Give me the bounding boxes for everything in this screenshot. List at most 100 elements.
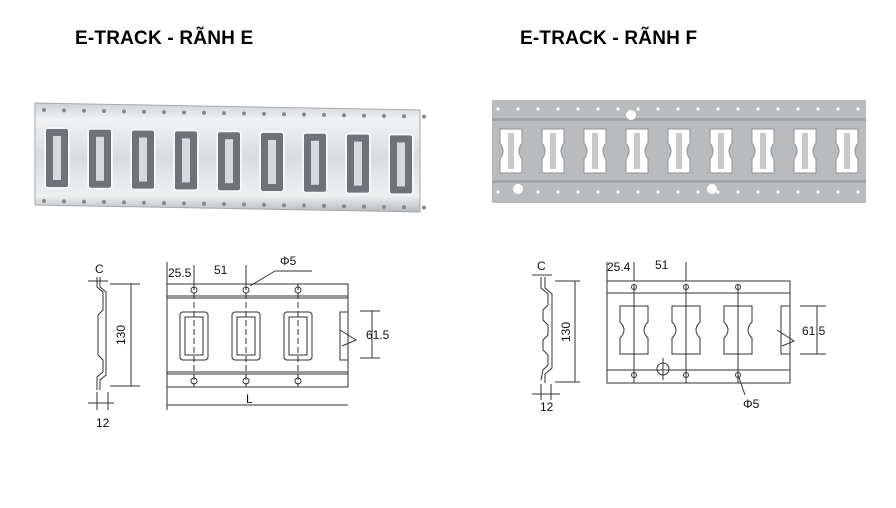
dim-offset-label: 25.5 — [168, 266, 192, 280]
hole — [676, 107, 680, 111]
hole — [122, 109, 126, 114]
slot-bar — [844, 133, 850, 169]
hole — [62, 108, 66, 113]
hole — [631, 372, 637, 378]
hole — [656, 107, 660, 111]
hole — [576, 107, 580, 111]
hole — [382, 113, 386, 118]
hole — [382, 204, 386, 209]
hole — [242, 377, 250, 385]
slot-bar — [802, 133, 808, 169]
hole — [576, 190, 580, 194]
slot-bar — [268, 140, 276, 184]
hole — [162, 110, 166, 115]
slot-bar — [311, 140, 319, 185]
hole — [342, 204, 346, 209]
hole — [122, 200, 126, 205]
hole — [756, 107, 760, 111]
hole — [856, 107, 860, 111]
hole — [242, 286, 250, 294]
hole — [707, 184, 717, 194]
dim-c-label: C — [537, 259, 546, 273]
hole — [816, 190, 820, 194]
hole — [631, 284, 637, 290]
slot-bar — [354, 141, 362, 186]
slot — [671, 305, 701, 355]
hole — [322, 112, 326, 117]
slot-bar — [139, 137, 147, 182]
slot — [619, 305, 649, 355]
hole — [736, 190, 740, 194]
hole — [182, 201, 186, 206]
hole — [636, 107, 640, 111]
hole — [102, 200, 106, 205]
hole — [242, 111, 246, 116]
slot-bar — [550, 133, 556, 169]
hole — [62, 199, 66, 204]
dim-pitch-label: 51 — [655, 258, 669, 272]
hole — [202, 110, 206, 115]
hole — [556, 190, 560, 194]
hole — [496, 107, 500, 111]
dim-width-side-label: 12 — [540, 400, 554, 414]
hole — [282, 112, 286, 117]
slot-bar — [182, 138, 190, 183]
hole — [294, 286, 302, 294]
hole — [302, 112, 306, 117]
slot-bar — [634, 133, 640, 169]
hole — [162, 201, 166, 206]
dim-hole-label: Φ5 — [280, 254, 297, 268]
hole — [82, 108, 86, 113]
hole — [676, 190, 680, 194]
hole — [696, 190, 700, 194]
hole — [513, 184, 523, 194]
hole — [836, 190, 840, 194]
hole — [362, 204, 366, 209]
slot-bar — [225, 139, 233, 184]
slot — [339, 311, 349, 361]
hole — [816, 107, 820, 111]
hole — [42, 199, 46, 203]
dim-length-label: L — [246, 392, 253, 406]
hole — [142, 200, 146, 205]
hole — [82, 199, 86, 204]
hole — [716, 190, 720, 194]
dim-height-label: 130 — [114, 325, 128, 345]
slot-bar — [397, 142, 405, 187]
hole — [856, 190, 860, 194]
slot-bar — [96, 136, 104, 181]
hole — [402, 114, 406, 119]
dim-height-label: 130 — [559, 322, 573, 342]
hole — [190, 286, 198, 294]
dim-slot-label: 61.5 — [802, 324, 826, 338]
slot-bar — [718, 133, 724, 169]
slot-bar — [508, 133, 514, 169]
e-track-type-e-photo — [34, 102, 426, 213]
hole — [556, 107, 560, 111]
hole — [616, 190, 620, 194]
slot-bar — [676, 133, 682, 169]
hole — [656, 190, 660, 194]
hole — [796, 190, 800, 194]
hole — [536, 107, 540, 111]
hole — [735, 372, 741, 378]
hole — [496, 190, 500, 194]
hole — [102, 109, 106, 114]
hole — [294, 377, 302, 385]
hole — [222, 111, 226, 116]
hole — [422, 205, 426, 210]
e-track-type-e-drawing — [88, 262, 380, 410]
hole — [362, 113, 366, 118]
hole — [342, 113, 346, 118]
slot-bar — [760, 133, 766, 169]
e-track-type-f-drawing — [532, 262, 826, 400]
hole — [683, 372, 689, 378]
slot — [780, 305, 791, 355]
e-track-type-f-title: E-TRACK - RÃNH F — [520, 28, 698, 49]
slot — [723, 305, 753, 355]
hole — [736, 107, 740, 111]
e-track-type-e-title: E-TRACK - RÃNH E — [75, 28, 254, 49]
dim-width-side-label: 12 — [96, 416, 110, 430]
slot-bar — [53, 136, 61, 180]
